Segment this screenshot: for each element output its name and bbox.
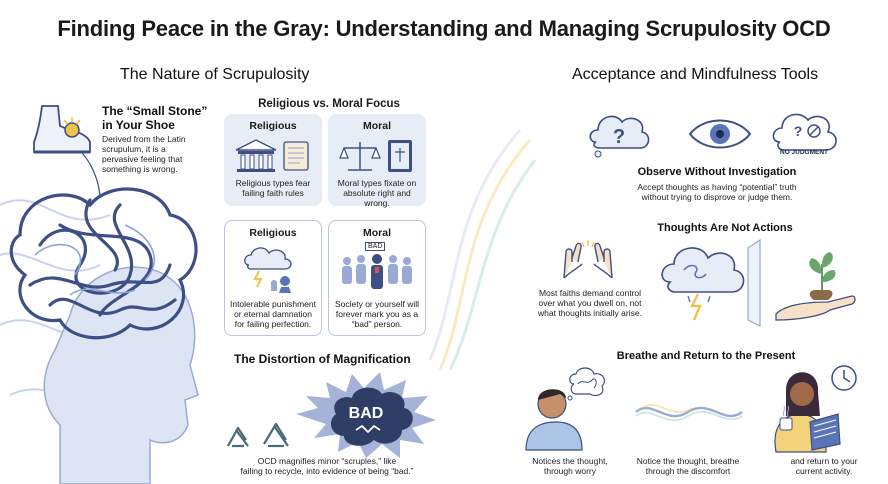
worried-person-icon bbox=[525, 367, 606, 451]
eye-icon bbox=[688, 119, 752, 149]
breathe-step2: Notice the thought, breathe through the … bbox=[636, 456, 740, 476]
distortion-heading: The Distortion of Magnification bbox=[234, 352, 411, 366]
reading-person-icon bbox=[774, 365, 857, 453]
shoe-stone-icon bbox=[33, 105, 91, 154]
moral-rules-text: Moral types fixate on absolute right and… bbox=[337, 178, 417, 208]
moral-label: Moral bbox=[362, 120, 391, 132]
no-judgment-badge: NO JUDGMENT bbox=[780, 149, 829, 156]
moral-label-2: Moral bbox=[362, 227, 391, 239]
moral-mark-text: Society or yourself will forever mark yo… bbox=[334, 299, 420, 329]
temple-scroll-icon bbox=[235, 139, 309, 172]
religious-rules-card: Religious Religious types fear failing f… bbox=[224, 114, 322, 206]
bad-word: BAD bbox=[349, 405, 384, 422]
recycle-icons bbox=[227, 422, 289, 448]
moral-rules-card: Moral Moral types fixate on absolute rig… bbox=[328, 114, 426, 208]
focus-heading: Religious vs. Moral Focus bbox=[258, 98, 400, 110]
observe-text: Accept thoughts as having “potential” tr… bbox=[637, 182, 797, 202]
crowd-icon bbox=[342, 254, 412, 289]
observe-title: Observe Without Investigation bbox=[637, 166, 797, 178]
religious-label-2: Religious bbox=[249, 227, 297, 239]
open-hands-icon bbox=[563, 240, 613, 279]
breathe-step1: Notices the thought, through worry bbox=[532, 456, 608, 476]
religious-punishment-card: Religious Intolerable punishment or eter… bbox=[224, 220, 322, 336]
breathe-title: Breathe and Return to the Present bbox=[616, 350, 796, 362]
page-title: Finding Peace in the Gray: Understanding… bbox=[57, 16, 831, 41]
svg-text:?: ? bbox=[613, 126, 625, 148]
religious-punishment-text: Intolerable punishment or eternal damnat… bbox=[229, 299, 316, 329]
storm-punishment-icon bbox=[244, 247, 292, 293]
moral-mark-card: Moral BAD Society or yourself will forev… bbox=[328, 220, 426, 336]
scales-book-icon bbox=[339, 140, 412, 172]
question-cloud-icon: ? bbox=[589, 115, 650, 158]
thoughts-title: Thoughts Are Not Actions bbox=[657, 222, 793, 234]
distortion-text: OCD magnifies minor “scruples,” like fai… bbox=[240, 456, 414, 476]
no-judgment-cloud-icon: ? bbox=[772, 113, 837, 151]
religious-rules-text: Religious types fear failing faith rules bbox=[235, 178, 311, 198]
thoughts-text: Most faiths demand control over what you… bbox=[538, 288, 642, 318]
bad-cloud-icon: BAD bbox=[296, 372, 436, 458]
stone-title: The “Small Stone” in Your Shoe bbox=[102, 104, 208, 132]
breath-wave-icon bbox=[635, 404, 743, 422]
religious-label: Religious bbox=[249, 120, 297, 132]
svg-text:?: ? bbox=[794, 123, 803, 139]
thought-storm-plant-icon bbox=[661, 238, 856, 327]
head-brain-illustration bbox=[0, 124, 199, 484]
left-heading: The Nature of Scrupulosity bbox=[120, 66, 310, 83]
breathe-step3: and return to your current activity. bbox=[790, 456, 858, 476]
right-heading: Acceptance and Mindfulness Tools bbox=[572, 66, 819, 83]
bad-badge: BAD bbox=[365, 242, 386, 251]
decorative-swirl bbox=[428, 129, 537, 371]
stone-body: Derived from the Latin scrupulum, it is … bbox=[102, 134, 186, 174]
